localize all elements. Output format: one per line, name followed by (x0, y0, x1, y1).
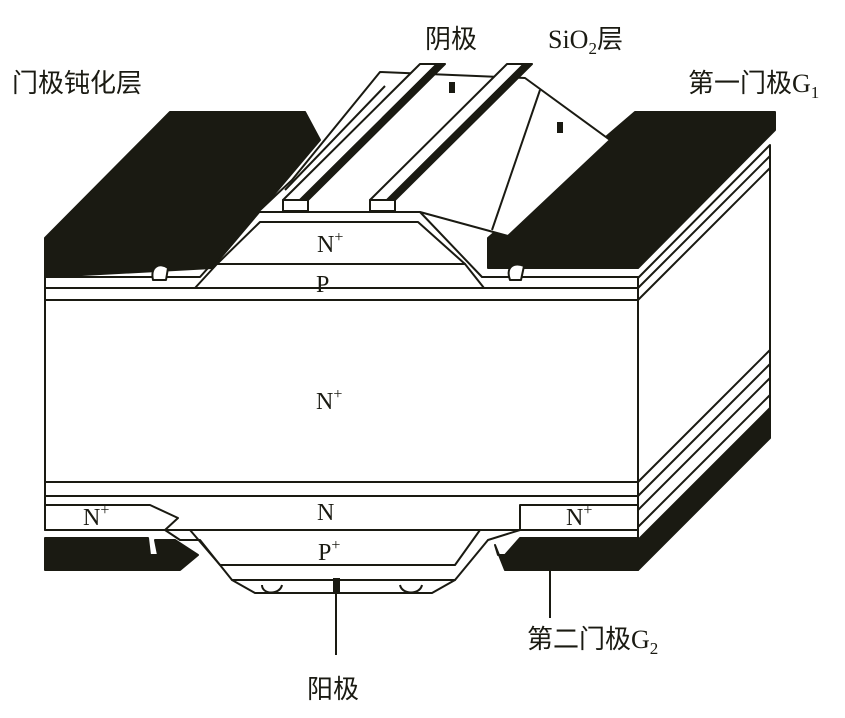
anode-metal-layer (231, 579, 456, 594)
sio2-inner-line (284, 85, 386, 191)
side-layer-line (637, 394, 771, 528)
right-gate-contact-hook (507, 263, 525, 281)
gate-passivation-label: 门极钝化层 (12, 69, 142, 98)
sio2-marker (557, 122, 563, 133)
n-plus-top-label: N+ (317, 229, 343, 258)
side-layer-line (637, 377, 771, 511)
side-layer-line (637, 363, 771, 497)
p-plus-bottom-label: P+ (318, 537, 340, 566)
left-gate2-metal (44, 537, 199, 571)
p-layer-label: P (316, 272, 329, 298)
cathode-strip-face-1 (282, 199, 309, 212)
sio2-layer-label: SiO2层 (548, 25, 623, 58)
left-n-plus-emitter (44, 504, 179, 531)
cathode-strip-face-2 (369, 199, 396, 212)
front-face (44, 287, 639, 531)
right-gate2-metal (494, 537, 639, 571)
right-gate-passivation-block (487, 111, 776, 269)
anode-label: 阳极 (307, 675, 359, 704)
n-layer-label: N (317, 500, 334, 526)
n-plus-middle-label: N+ (316, 386, 342, 415)
n-plus-right-label: N+ (566, 502, 592, 531)
left-gate-contact-hook (151, 264, 169, 281)
side-layer-line (637, 349, 771, 483)
cathode-marker (449, 82, 455, 93)
gate2-label: 第二门极G2 (527, 625, 658, 658)
side-layer-line (637, 155, 771, 289)
anode-marker (333, 578, 340, 592)
gate1-label: 第一门极G1 (688, 69, 819, 102)
n-plus-left-label: N+ (83, 502, 109, 531)
p-region-contour (45, 263, 638, 289)
left-gate-passivation-block (44, 111, 321, 278)
sio2-inner-line (491, 89, 541, 231)
anode-contact-bump-left (261, 584, 283, 594)
anode-contact-bump-right (399, 584, 423, 594)
cathode-label: 阴极 (425, 25, 477, 54)
side-layer-line (637, 167, 771, 301)
